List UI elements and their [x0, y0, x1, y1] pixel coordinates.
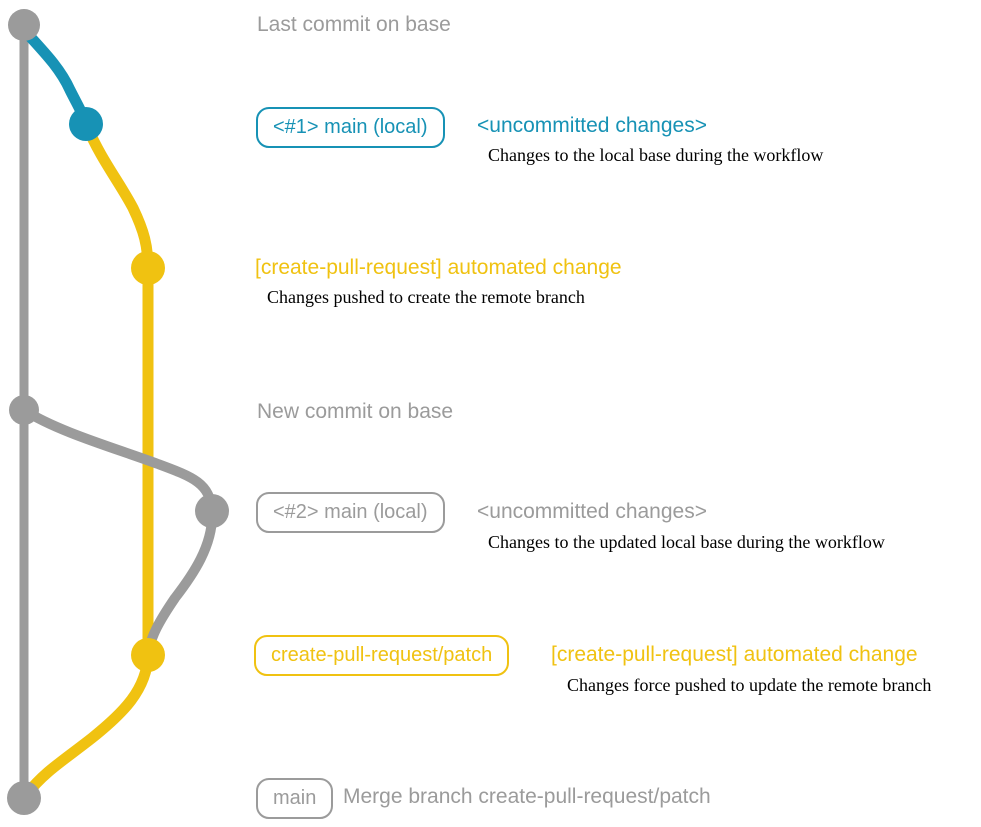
local-changes-branch-line: [18, 24, 92, 129]
commit-node-merge: [7, 781, 41, 815]
commit-heading-automated-2: [create-pull-request] automated change: [551, 643, 918, 666]
commit-node-uncommitted-1: [69, 107, 103, 141]
commit-note-uncommitted-1: Changes to the local base during the wor…: [488, 145, 824, 165]
commit-heading-automated-1: [create-pull-request] automated change: [255, 256, 622, 279]
commit-node-automated-change-2: [131, 638, 165, 672]
caption-last-commit-on-base: Last commit on base: [257, 13, 451, 36]
branch-badge-main: main: [256, 778, 334, 819]
commit-heading-uncommitted-2: <uncommitted changes>: [477, 500, 707, 523]
branch-badge-main-local-1: <#1> main (local): [256, 107, 445, 148]
patch-branch-line: [21, 120, 154, 800]
commit-heading-uncommitted-1: <uncommitted changes>: [477, 114, 707, 137]
commit-note-automated-2: Changes force pushed to update the remot…: [567, 675, 932, 695]
commit-node-uncommitted-2: [195, 494, 229, 528]
commit-node-last-base: [8, 9, 40, 41]
branch-badge-main-local-2: <#2> main (local): [256, 492, 445, 533]
commit-note-uncommitted-2: Changes to the updated local base during…: [488, 532, 885, 552]
branch-badge-patch: create-pull-request/patch: [254, 635, 510, 676]
commit-note-automated-1: Changes pushed to create the remote bran…: [267, 287, 585, 307]
commit-node-automated-change-1: [131, 251, 165, 285]
caption-new-commit-on-base: New commit on base: [257, 400, 454, 423]
merge-commit-message: Merge branch create-pull-request/patch: [343, 785, 711, 808]
commit-node-new-base: [9, 395, 39, 425]
updated-local-base-branch-line: [19, 405, 218, 660]
